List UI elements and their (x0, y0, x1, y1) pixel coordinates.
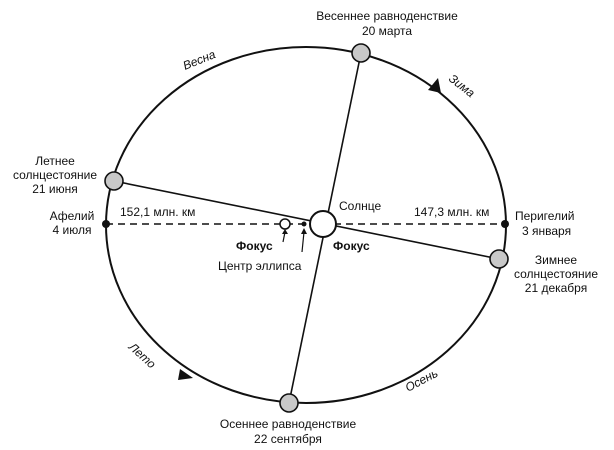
planet-summer-solstice (104, 171, 124, 191)
winter-arrow-icon (428, 78, 441, 93)
perihelion-point (501, 220, 509, 228)
focus-right-label: Фокус (333, 239, 370, 253)
planet-autumn-equinox (279, 393, 299, 413)
sun-label: Солнце (339, 199, 381, 213)
autumn-equinox-line2: 22 сентября (254, 432, 322, 446)
autumn-equinox-line1: Осеннее равноденствие (220, 417, 357, 431)
center-arrow-line (301, 231, 305, 253)
winter-solstice-line2: солнцестояние (514, 267, 598, 281)
perihelion-distance: 147,3 млн. км (414, 205, 489, 219)
spring-equinox-line1: Весеннее равноденствие (316, 9, 458, 23)
winter-solstice-line3: 21 декабря (525, 281, 587, 295)
summer-solstice-line2: солнцестояние (13, 168, 97, 182)
focus-left-label: Фокус (236, 239, 273, 253)
aphelion-distance: 152,1 млн. км (120, 205, 195, 219)
planet-spring-equinox (351, 43, 371, 63)
ellipse-center-label: Центр эллипса (218, 259, 302, 273)
aphelion-line2: 4 июля (53, 223, 92, 237)
perihelion-line1: Перигелий (515, 209, 574, 223)
ellipse-center (301, 221, 307, 227)
aphelion-point (102, 220, 110, 228)
season-spring: Весна (181, 47, 218, 73)
summer-solstice-line1: Летнее (35, 154, 75, 168)
solstice-line (113, 180, 500, 260)
summer-arrow-icon (178, 369, 193, 380)
empty-focus (279, 218, 291, 230)
center-arrow-head (301, 228, 307, 234)
focus-arrow-head (282, 229, 288, 234)
aphelion-line1: Афелий (50, 209, 95, 223)
winter-solstice-line1: Зимнее (535, 253, 578, 267)
sun (309, 210, 337, 238)
perihelion-line2: 3 января (522, 224, 571, 238)
planet-winter-solstice (489, 249, 509, 269)
spring-equinox-line2: 20 марта (362, 24, 412, 38)
season-summer: Лето (125, 339, 159, 371)
season-winter: Зима (446, 71, 478, 100)
summer-solstice-line3: 21 июня (32, 182, 78, 196)
